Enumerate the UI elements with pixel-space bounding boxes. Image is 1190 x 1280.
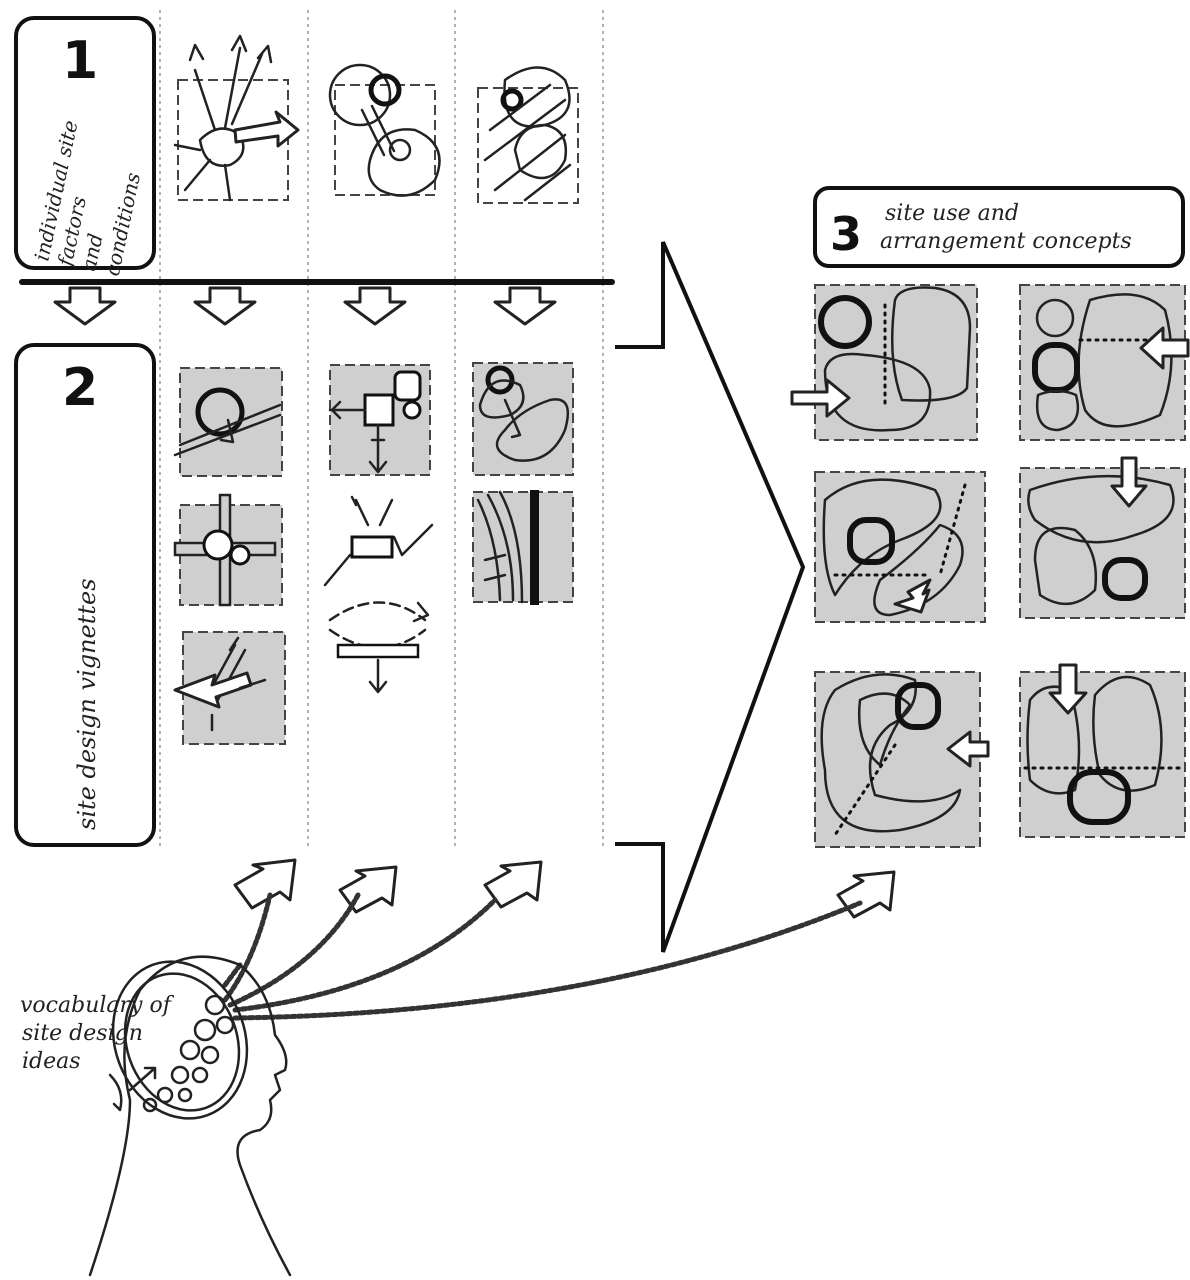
concept-1 bbox=[790, 284, 978, 441]
stage2-label: site design vignettes bbox=[73, 578, 101, 830]
up-arrow-2 bbox=[338, 865, 398, 914]
stage1-sketch-3 bbox=[477, 66, 579, 204]
down-arrow-4 bbox=[493, 286, 557, 326]
up-arrow-3 bbox=[483, 860, 543, 909]
down-arrow-1 bbox=[53, 286, 117, 326]
vocabulary-label-line-3: ideas bbox=[22, 1049, 81, 1074]
vignette-6 bbox=[472, 362, 574, 476]
stage1-to-stage2-connector bbox=[19, 279, 615, 326]
vocabulary-label-line-2: site design bbox=[22, 1021, 143, 1046]
stage3-label-line-1: site use and bbox=[885, 201, 1019, 226]
down-arrow-3 bbox=[343, 286, 407, 326]
vignette-7 bbox=[472, 490, 574, 605]
stage2-label-box: 2 site design vignettes bbox=[14, 343, 156, 847]
vignette-3 bbox=[173, 631, 286, 745]
stage1-number: 1 bbox=[62, 31, 98, 91]
head-figure bbox=[88, 955, 292, 1277]
vignette-4 bbox=[328, 364, 431, 476]
concept-2 bbox=[1019, 284, 1190, 441]
concept-6 bbox=[1019, 663, 1186, 838]
concept-5 bbox=[814, 671, 990, 848]
vignette-1 bbox=[173, 367, 283, 477]
up-arrow-1 bbox=[233, 858, 297, 910]
stage3-concepts bbox=[790, 284, 1190, 848]
stage1-label-box: 1 individual site factors and conditions bbox=[14, 16, 156, 278]
vocabulary-label: vocabulary of site design ideas bbox=[20, 993, 175, 1112]
concept-3 bbox=[814, 471, 986, 623]
stage1-sketches bbox=[173, 34, 579, 204]
upward-arrows bbox=[233, 858, 896, 919]
vignette-2 bbox=[173, 493, 283, 607]
stage1-sketch-1 bbox=[173, 34, 300, 202]
thought-chains bbox=[222, 892, 863, 1021]
stage2-vignettes bbox=[173, 362, 574, 745]
stage3-label-box: 3 site use and arrangement concepts bbox=[813, 186, 1185, 268]
vignette-5 bbox=[323, 495, 434, 694]
stage3-number: 3 bbox=[830, 207, 862, 261]
stage1-sketch-2 bbox=[328, 63, 441, 197]
down-arrow-2 bbox=[193, 286, 257, 326]
idea-bubbles bbox=[142, 994, 235, 1113]
funnel-arrow bbox=[615, 241, 806, 953]
stage2-number: 2 bbox=[62, 358, 98, 418]
stage3-label-line-2: arrangement concepts bbox=[880, 229, 1132, 254]
vocabulary-label-line-1: vocabulary of bbox=[20, 993, 175, 1018]
column-dividers bbox=[159, 10, 604, 850]
concept-4 bbox=[1019, 456, 1186, 619]
